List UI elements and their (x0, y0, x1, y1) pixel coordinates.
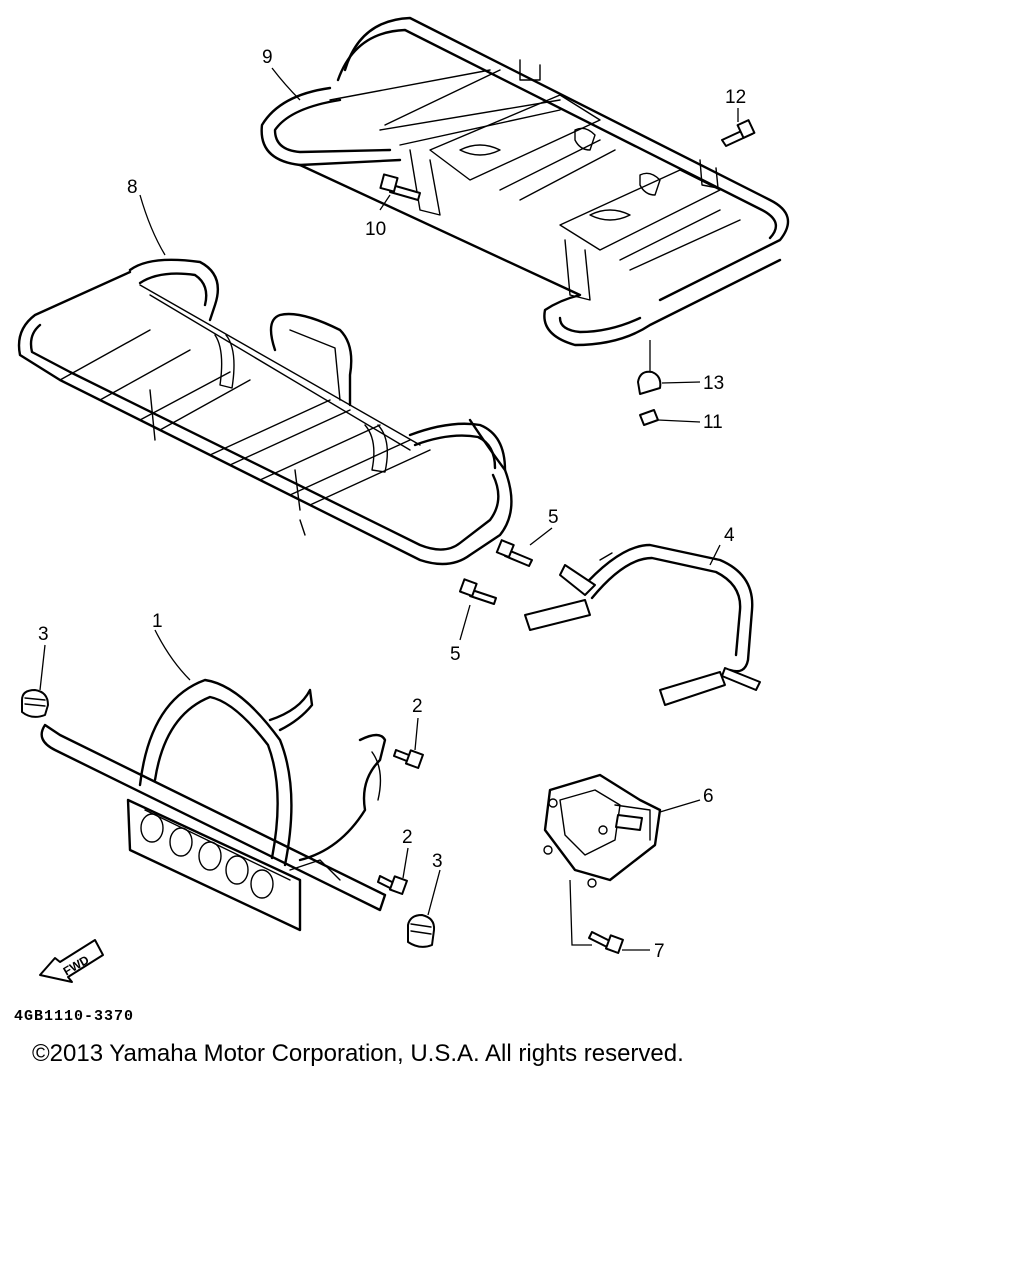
callout-3-left: 3 (38, 624, 49, 645)
callout-5-upper: 5 (548, 507, 559, 528)
copyright-notice: ©2013 Yamaha Motor Corporation, U.S.A. A… (32, 1040, 684, 1067)
callout-labels: 9 12 8 10 13 11 5 4 3 1 5 2 6 2 3 7 (38, 47, 746, 962)
callout-3-right: 3 (432, 851, 443, 872)
bolt-part-5-upper (495, 539, 533, 567)
callout-5-lower: 5 (450, 644, 461, 665)
callout-4: 4 (724, 525, 735, 546)
parts-exploded-diagram: 9 12 8 10 13 11 5 4 3 1 5 2 6 2 3 7 FWD (17, 16, 790, 983)
leader-lines (39, 67, 739, 951)
cap-part-3-right (407, 914, 436, 948)
callout-2-lower: 2 (402, 827, 413, 848)
callout-10: 10 (365, 219, 386, 240)
cap-part-3-left (21, 689, 49, 718)
callout-12: 12 (725, 87, 746, 108)
bolt-part-2-upper (393, 749, 424, 769)
callout-11: 11 (703, 412, 723, 433)
callout-1: 1 (152, 611, 163, 632)
bracket-part-6 (543, 773, 662, 888)
callout-7: 7 (654, 941, 665, 962)
front-carrier-part-8 (17, 258, 513, 566)
front-guard-part-1 (40, 678, 387, 932)
callout-8: 8 (127, 177, 138, 198)
callout-13: 13 (703, 373, 724, 394)
callout-6: 6 (703, 786, 714, 807)
drawing-code: 4GB1110-3370 (14, 1008, 135, 1025)
rear-bar-part-4 (524, 543, 761, 706)
bolt-part-12 (721, 119, 756, 147)
bolt-part-7 (588, 931, 624, 954)
bolt-part-2-lower (377, 875, 408, 895)
collar-part-11 (639, 409, 659, 426)
rear-carrier-part-9 (260, 16, 790, 347)
callout-9: 9 (262, 47, 273, 68)
bushing-part-13 (637, 370, 662, 395)
bolt-part-10 (379, 173, 421, 201)
fwd-arrow-icon: FWD (39, 939, 104, 983)
bolt-part-5-lower (458, 578, 497, 605)
callout-2-upper: 2 (412, 696, 423, 717)
